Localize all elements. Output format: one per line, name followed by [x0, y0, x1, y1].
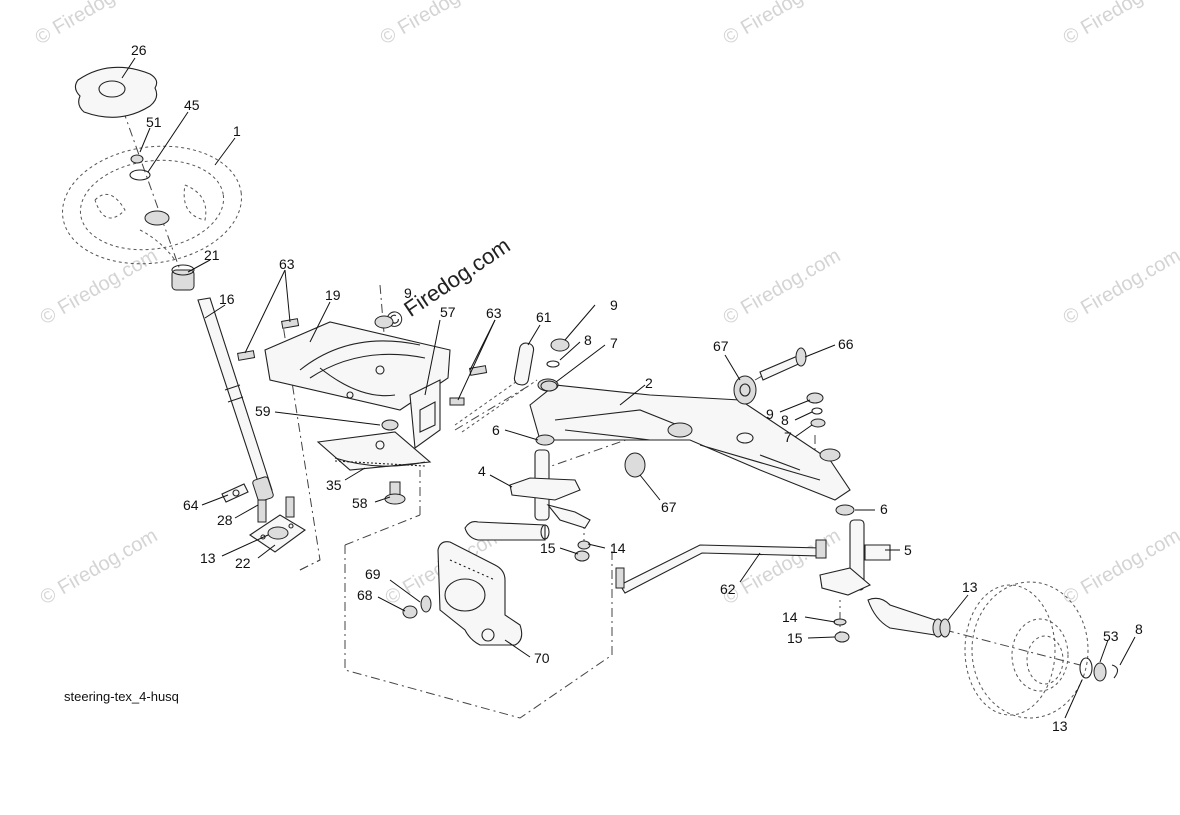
washers-left-spindle: [540, 338, 570, 392]
callout-7-left: 7: [610, 335, 618, 351]
callout-63-right: 63: [486, 305, 502, 321]
callout-63-left: 63: [279, 256, 295, 272]
callout-62: 62: [720, 581, 736, 597]
bolt-58: [384, 481, 406, 505]
callout-58: 58: [352, 495, 368, 511]
bolts-63-right: [449, 365, 488, 406]
callout-45: 45: [184, 97, 200, 113]
front-wheel: [964, 581, 1089, 719]
callout-61: 61: [536, 309, 552, 325]
flange-bearing-22: [249, 514, 306, 553]
washers-right-spindle: [806, 392, 826, 428]
nut-51: [130, 154, 144, 164]
callout-51: 51: [146, 114, 162, 130]
callout-13-wheel: 13: [1052, 718, 1068, 734]
drag-link: [454, 342, 538, 433]
pivot-bushing-67-lower: [624, 452, 646, 478]
watermark-2: © Firedog.com: [377, 0, 502, 49]
watermark-10: © Firedog.com: [720, 525, 845, 610]
watermark-8: © Firedog.com: [37, 525, 162, 610]
callout-57: 57: [440, 304, 456, 320]
callout-8-left: 8: [584, 332, 592, 348]
front-axle: [529, 378, 851, 501]
sector-gear: [316, 431, 432, 471]
callout-14-left: 14: [610, 540, 626, 556]
callout-15-left: 15: [540, 540, 556, 556]
callout-70: 70: [534, 650, 550, 666]
bolts-28: [257, 496, 295, 523]
steering-shaft: [197, 297, 274, 502]
callout-35: 35: [326, 477, 342, 493]
spindle-nut-right: [833, 618, 850, 643]
nut-9-upper: [374, 315, 394, 329]
leader-lines: [121, 57, 1136, 719]
callout-6-left: 6: [492, 422, 500, 438]
callout-69: 69: [365, 566, 381, 582]
diagram-caption: steering-tex_4-husq: [64, 689, 179, 704]
steering-wheel: [62, 145, 242, 265]
left-spindle: [464, 449, 591, 541]
callout-14-right: 14: [782, 609, 798, 625]
callout-19: 19: [325, 287, 341, 303]
callout-5: 5: [904, 542, 912, 558]
callout-9-left: 9: [610, 297, 618, 313]
callout-9-right: 9: [766, 406, 774, 422]
washer-59: [381, 419, 399, 431]
callout-13-spindle: 13: [962, 579, 978, 595]
steering-adapter: [171, 264, 195, 291]
callout-8-right: 8: [781, 412, 789, 428]
callout-21: 21: [204, 247, 220, 263]
callout-15-right: 15: [787, 630, 803, 646]
plate-cover-70: [437, 541, 523, 646]
callout-6-right: 6: [880, 501, 888, 517]
callout-7-right: 7: [784, 429, 792, 445]
bracket-64: [221, 483, 249, 503]
watermark-5: © Firedog.com: [37, 245, 162, 330]
pivot-bushing-67-upper: [733, 375, 757, 405]
callout-4: 4: [478, 463, 486, 479]
callout-1: 1: [233, 123, 241, 139]
pivot-bolt-66: [759, 347, 807, 381]
callout-59: 59: [255, 403, 271, 419]
bushing-6-left: [535, 434, 555, 446]
bushing-6-right: [835, 504, 855, 516]
callout-9-plate: 9: [404, 285, 412, 301]
callout-67-upper: 67: [713, 338, 729, 354]
watermark-3: © Firedog.com: [720, 0, 845, 49]
callout-16: 16: [219, 291, 235, 307]
bolts-63-left: [237, 318, 300, 361]
watermark-11: © Firedog.com: [1060, 525, 1180, 610]
washer-69: [420, 595, 432, 613]
steering-cap: [74, 66, 158, 118]
watermark-7: © Firedog.com: [1060, 245, 1180, 330]
callout-26: 26: [131, 42, 147, 58]
tie-rod: [615, 539, 827, 594]
wheel-hardware: [1079, 657, 1119, 682]
spindle-nut-left: [574, 540, 591, 562]
callout-13-flange: 13: [200, 550, 216, 566]
nut-68: [402, 605, 418, 619]
watermark-6: © Firedog.com: [720, 245, 845, 330]
callout-2: 2: [645, 375, 653, 391]
wheel-washer-13: [939, 618, 951, 638]
callout-66: 66: [838, 336, 854, 352]
callout-8-clip: 8: [1135, 621, 1143, 637]
callout-67-lower: 67: [661, 499, 677, 515]
callout-22: 22: [235, 555, 251, 571]
callout-68: 68: [357, 587, 373, 603]
callout-53: 53: [1103, 628, 1119, 644]
callout-labels: 26 45 51 1 21 16 63 19 9 57 63 61 9 8 7 …: [131, 42, 1143, 734]
steering-plate: [264, 321, 451, 450]
callout-28: 28: [217, 512, 233, 528]
callout-64: 64: [183, 497, 199, 513]
watermark-4: © Firedog.com: [1060, 0, 1180, 49]
